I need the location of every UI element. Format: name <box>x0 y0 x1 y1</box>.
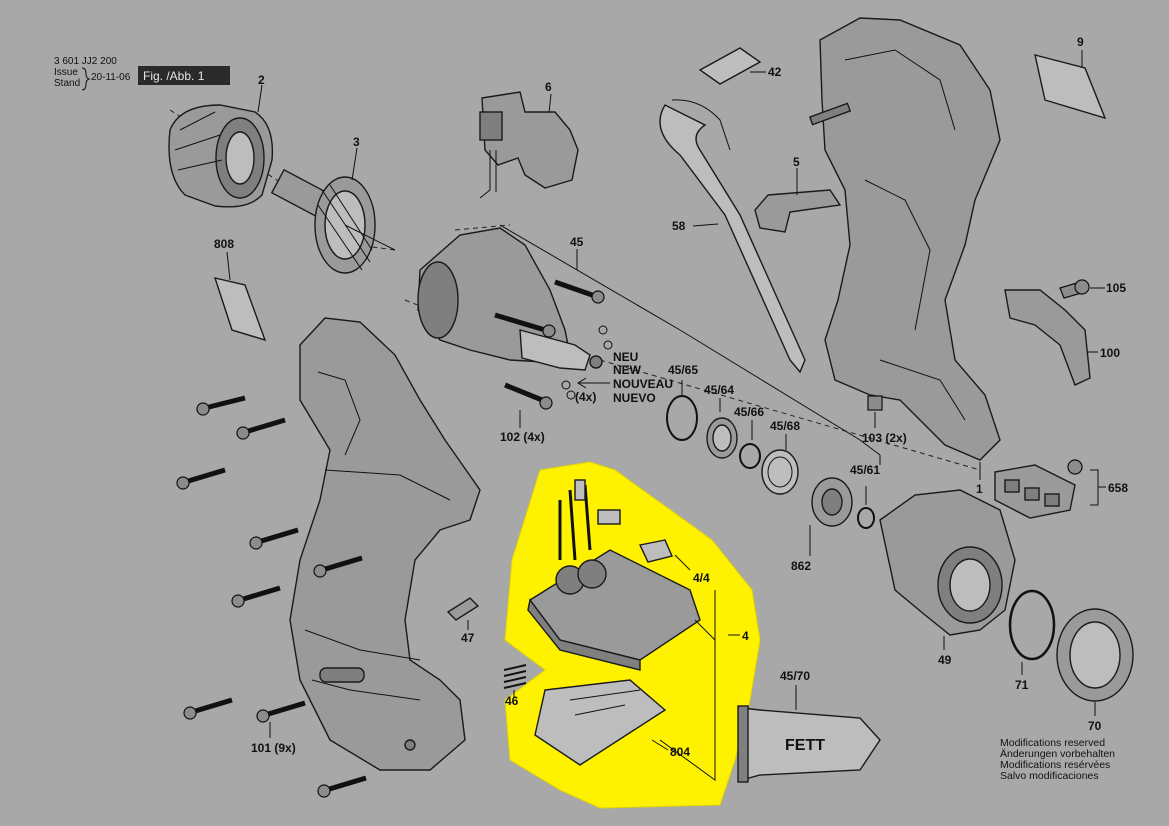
housing-left <box>289 317 481 771</box>
label-46: 46 <box>505 694 519 708</box>
label-102: 102 (4x) <box>500 430 545 444</box>
label-45-66: 45/66 <box>734 405 764 419</box>
label-47: 47 <box>461 631 475 645</box>
slide-part: 5 <box>754 155 842 233</box>
label-71: 71 <box>1015 678 1029 692</box>
screws-101: 101 (9x) <box>176 395 367 798</box>
rotor-part: 3 <box>270 135 396 274</box>
modifications-note: Modifications reserved Änderungen vorbeh… <box>1000 737 1115 782</box>
modifications-de: Änderungen vorbehalten <box>1000 748 1115 760</box>
stator-part: 2 <box>168 73 274 208</box>
housing-screws: 102 (4x) <box>494 279 605 444</box>
issue-label: Issue <box>54 67 78 78</box>
new-marker-fr: NOUVEAU <box>613 377 673 391</box>
label-strip-42: 42 <box>698 47 782 85</box>
electronics-module: 4/4 4 <box>527 479 749 781</box>
doc-number: 3 601 JJ2 200 <box>54 56 117 67</box>
new-marker-en: NEW <box>613 363 642 377</box>
ring-set: 45/65 45/64 45/66 45/68 45/61 862 <box>666 363 880 573</box>
label-804: 804 <box>670 745 690 759</box>
nut-103: 103 (2x) <box>862 395 907 445</box>
label-658: 658 <box>1108 481 1128 495</box>
hook-100: 100 <box>1004 289 1120 386</box>
label-45-65: 45/65 <box>668 363 698 377</box>
header: 3 601 JJ2 200 Issue Stand 20-11-06 Fig. … <box>54 56 230 91</box>
cover-plate-804: 804 <box>534 679 690 766</box>
part-47: 47 <box>446 597 480 645</box>
label-100: 100 <box>1100 346 1120 360</box>
stand-label: Stand <box>54 78 80 89</box>
label-101: 101 (9x) <box>251 741 296 755</box>
label-808: 808 <box>214 237 234 251</box>
modifications-en: Modifications reserved <box>1000 737 1105 749</box>
grease-tube: FETT 45/70 <box>737 669 881 783</box>
new-marker-de: NEU <box>613 350 638 364</box>
modifications-fr: Modifications resérvées <box>1000 759 1110 771</box>
label-45: 45 <box>570 235 584 249</box>
label-3: 3 <box>353 135 360 149</box>
label-45-68: 45/68 <box>770 419 800 433</box>
screw-105: 105 <box>1059 279 1126 299</box>
housing-right: 1 <box>808 17 1001 496</box>
label-45-64: 45/64 <box>704 383 734 397</box>
figure-tag-bg <box>138 66 230 85</box>
label-1: 1 <box>976 482 983 496</box>
brace-icon <box>81 67 91 91</box>
bracket-45 <box>499 224 881 465</box>
issue-date: 20-11-06 <box>91 72 131 83</box>
label-6: 6 <box>545 80 552 94</box>
label-105: 105 <box>1106 281 1126 295</box>
label-9: 9 <box>1077 35 1084 49</box>
label-70: 70 <box>1088 719 1102 733</box>
gear-housing: 45 <box>417 227 613 400</box>
modifications-es: Salvo modificaciones <box>1000 770 1099 782</box>
figure-tag: Fig. /Abb. 1 <box>143 69 205 83</box>
label-4: 4 <box>742 629 749 643</box>
part-658: 658 <box>994 459 1128 519</box>
label-49: 49 <box>938 653 952 667</box>
ring-70: 70 <box>1056 608 1134 733</box>
label-42: 42 <box>768 65 782 79</box>
count-4x: (4x) <box>575 390 596 404</box>
nameplate-9: 9 <box>1034 35 1107 120</box>
label-4-4: 4/4 <box>693 571 710 585</box>
label-45-70: 45/70 <box>780 669 810 683</box>
grease-label: FETT <box>785 737 825 754</box>
belt-clip-58: 58 <box>659 99 806 374</box>
new-marker: NEU NEW NOUVEAU NUEVO (4x) <box>575 350 673 405</box>
new-marker-es: NUEVO <box>613 391 656 405</box>
label-862: 862 <box>791 559 811 573</box>
label-103: 103 (2x) <box>862 431 907 445</box>
nose-cap-49: 49 <box>879 489 1016 667</box>
part-808: 808 <box>213 237 267 342</box>
ring-71: 71 <box>1008 589 1056 692</box>
label-2: 2 <box>258 73 265 87</box>
switch-part: 6 <box>479 80 579 199</box>
label-5: 5 <box>793 155 800 169</box>
spring-46: 46 <box>503 664 527 708</box>
label-58: 58 <box>672 219 686 233</box>
label-45-61: 45/61 <box>850 463 880 477</box>
